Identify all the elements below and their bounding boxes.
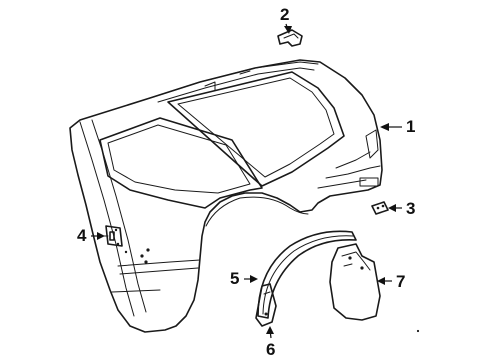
callout-label-7: 7 xyxy=(396,272,405,291)
hinge-plate xyxy=(103,225,123,247)
callout-label-1: 1 xyxy=(406,117,415,136)
wheel-opening-molding xyxy=(257,230,357,319)
callout-label-4: 4 xyxy=(77,226,87,245)
callout-2: 2 xyxy=(280,5,292,34)
callout-1: 1 xyxy=(380,117,415,136)
callout-label-2: 2 xyxy=(280,5,289,24)
callout-5: 5 xyxy=(230,269,258,288)
quarter-panel xyxy=(69,59,383,333)
mud-flap xyxy=(329,243,381,321)
callout-7: 7 xyxy=(377,272,405,291)
callout-label-6: 6 xyxy=(266,340,275,359)
stray-mark xyxy=(416,329,420,333)
callout-label-5: 5 xyxy=(230,269,239,288)
splash-shield-bracket xyxy=(255,283,277,327)
callout-3: 3 xyxy=(388,199,415,218)
fuel-door-hinge xyxy=(277,29,303,47)
callout-4: 4 xyxy=(77,226,105,245)
side-marker-lamp-bracket xyxy=(371,201,389,215)
callout-6: 6 xyxy=(266,326,275,359)
callout-label-3: 3 xyxy=(406,199,415,218)
